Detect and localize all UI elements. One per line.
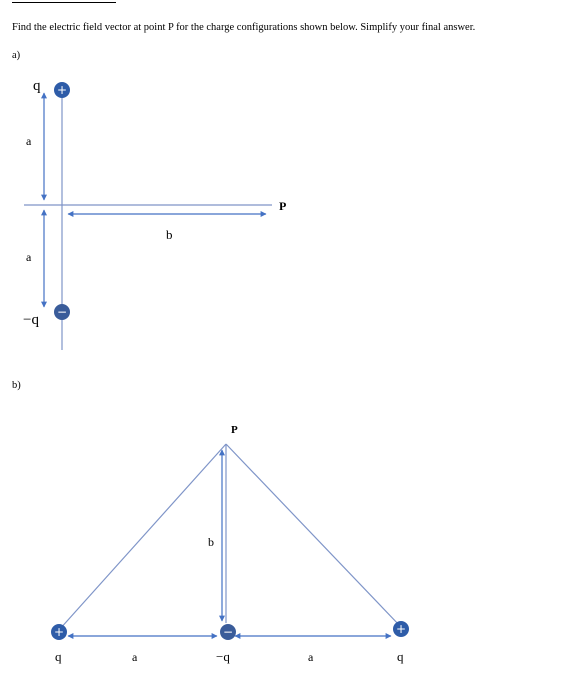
charge-label-neg-q: −q bbox=[23, 312, 39, 328]
negative-sign-middle: − bbox=[223, 625, 233, 639]
height-label-b: b bbox=[208, 535, 214, 549]
triangle-right-side bbox=[225, 443, 402, 628]
charge-label-q-left: q bbox=[55, 649, 62, 664]
positive-sign-right: + bbox=[396, 622, 406, 636]
diagram-a: + − q a a b P −q bbox=[23, 78, 286, 350]
distance-label-a-left: a bbox=[132, 650, 138, 664]
negative-sign: − bbox=[57, 305, 67, 319]
positive-charge-icon: + bbox=[393, 621, 409, 637]
distance-label-a-right: a bbox=[308, 650, 314, 664]
question-text: Find the electric field vector at point … bbox=[12, 22, 476, 33]
charge-label-q-right: q bbox=[397, 649, 404, 664]
point-label-p: P bbox=[279, 199, 286, 213]
positive-charge-icon: + bbox=[54, 82, 70, 98]
distance-label-a-lower: a bbox=[26, 250, 32, 264]
diagram-b: + − + P b q a −q a q bbox=[51, 424, 409, 664]
part-b-label: b) bbox=[12, 380, 21, 391]
positive-sign-left: + bbox=[54, 625, 64, 639]
positive-charge-icon: + bbox=[51, 624, 67, 640]
part-a-label: a) bbox=[12, 50, 21, 61]
triangle-left-side bbox=[58, 443, 227, 631]
distance-label-b: b bbox=[166, 227, 173, 242]
distance-label-a-upper: a bbox=[26, 134, 32, 148]
point-label-p: P bbox=[231, 424, 238, 436]
top-rule bbox=[12, 2, 116, 3]
charge-label-q: q bbox=[33, 78, 41, 94]
positive-sign: + bbox=[57, 83, 67, 97]
negative-charge-icon: − bbox=[220, 624, 236, 640]
negative-charge-icon: − bbox=[54, 304, 70, 320]
charge-label-neg-q: −q bbox=[216, 649, 230, 664]
